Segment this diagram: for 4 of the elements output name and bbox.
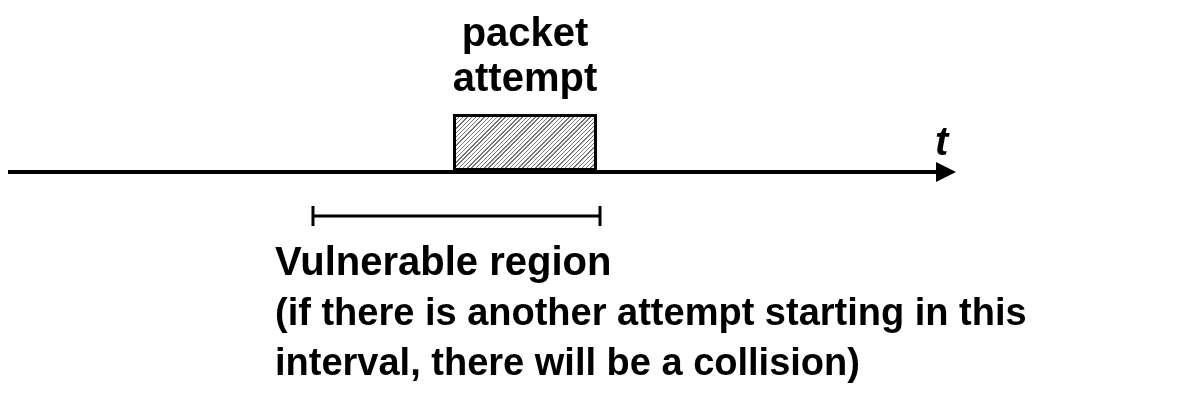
packet-heading: packet attempt [451, 10, 599, 100]
region-note: (if there is another attempt starting in this interval, there will be a collision) [275, 290, 1028, 385]
region-label: Vulnerable region [275, 238, 613, 285]
axis-label: t [935, 118, 951, 164]
